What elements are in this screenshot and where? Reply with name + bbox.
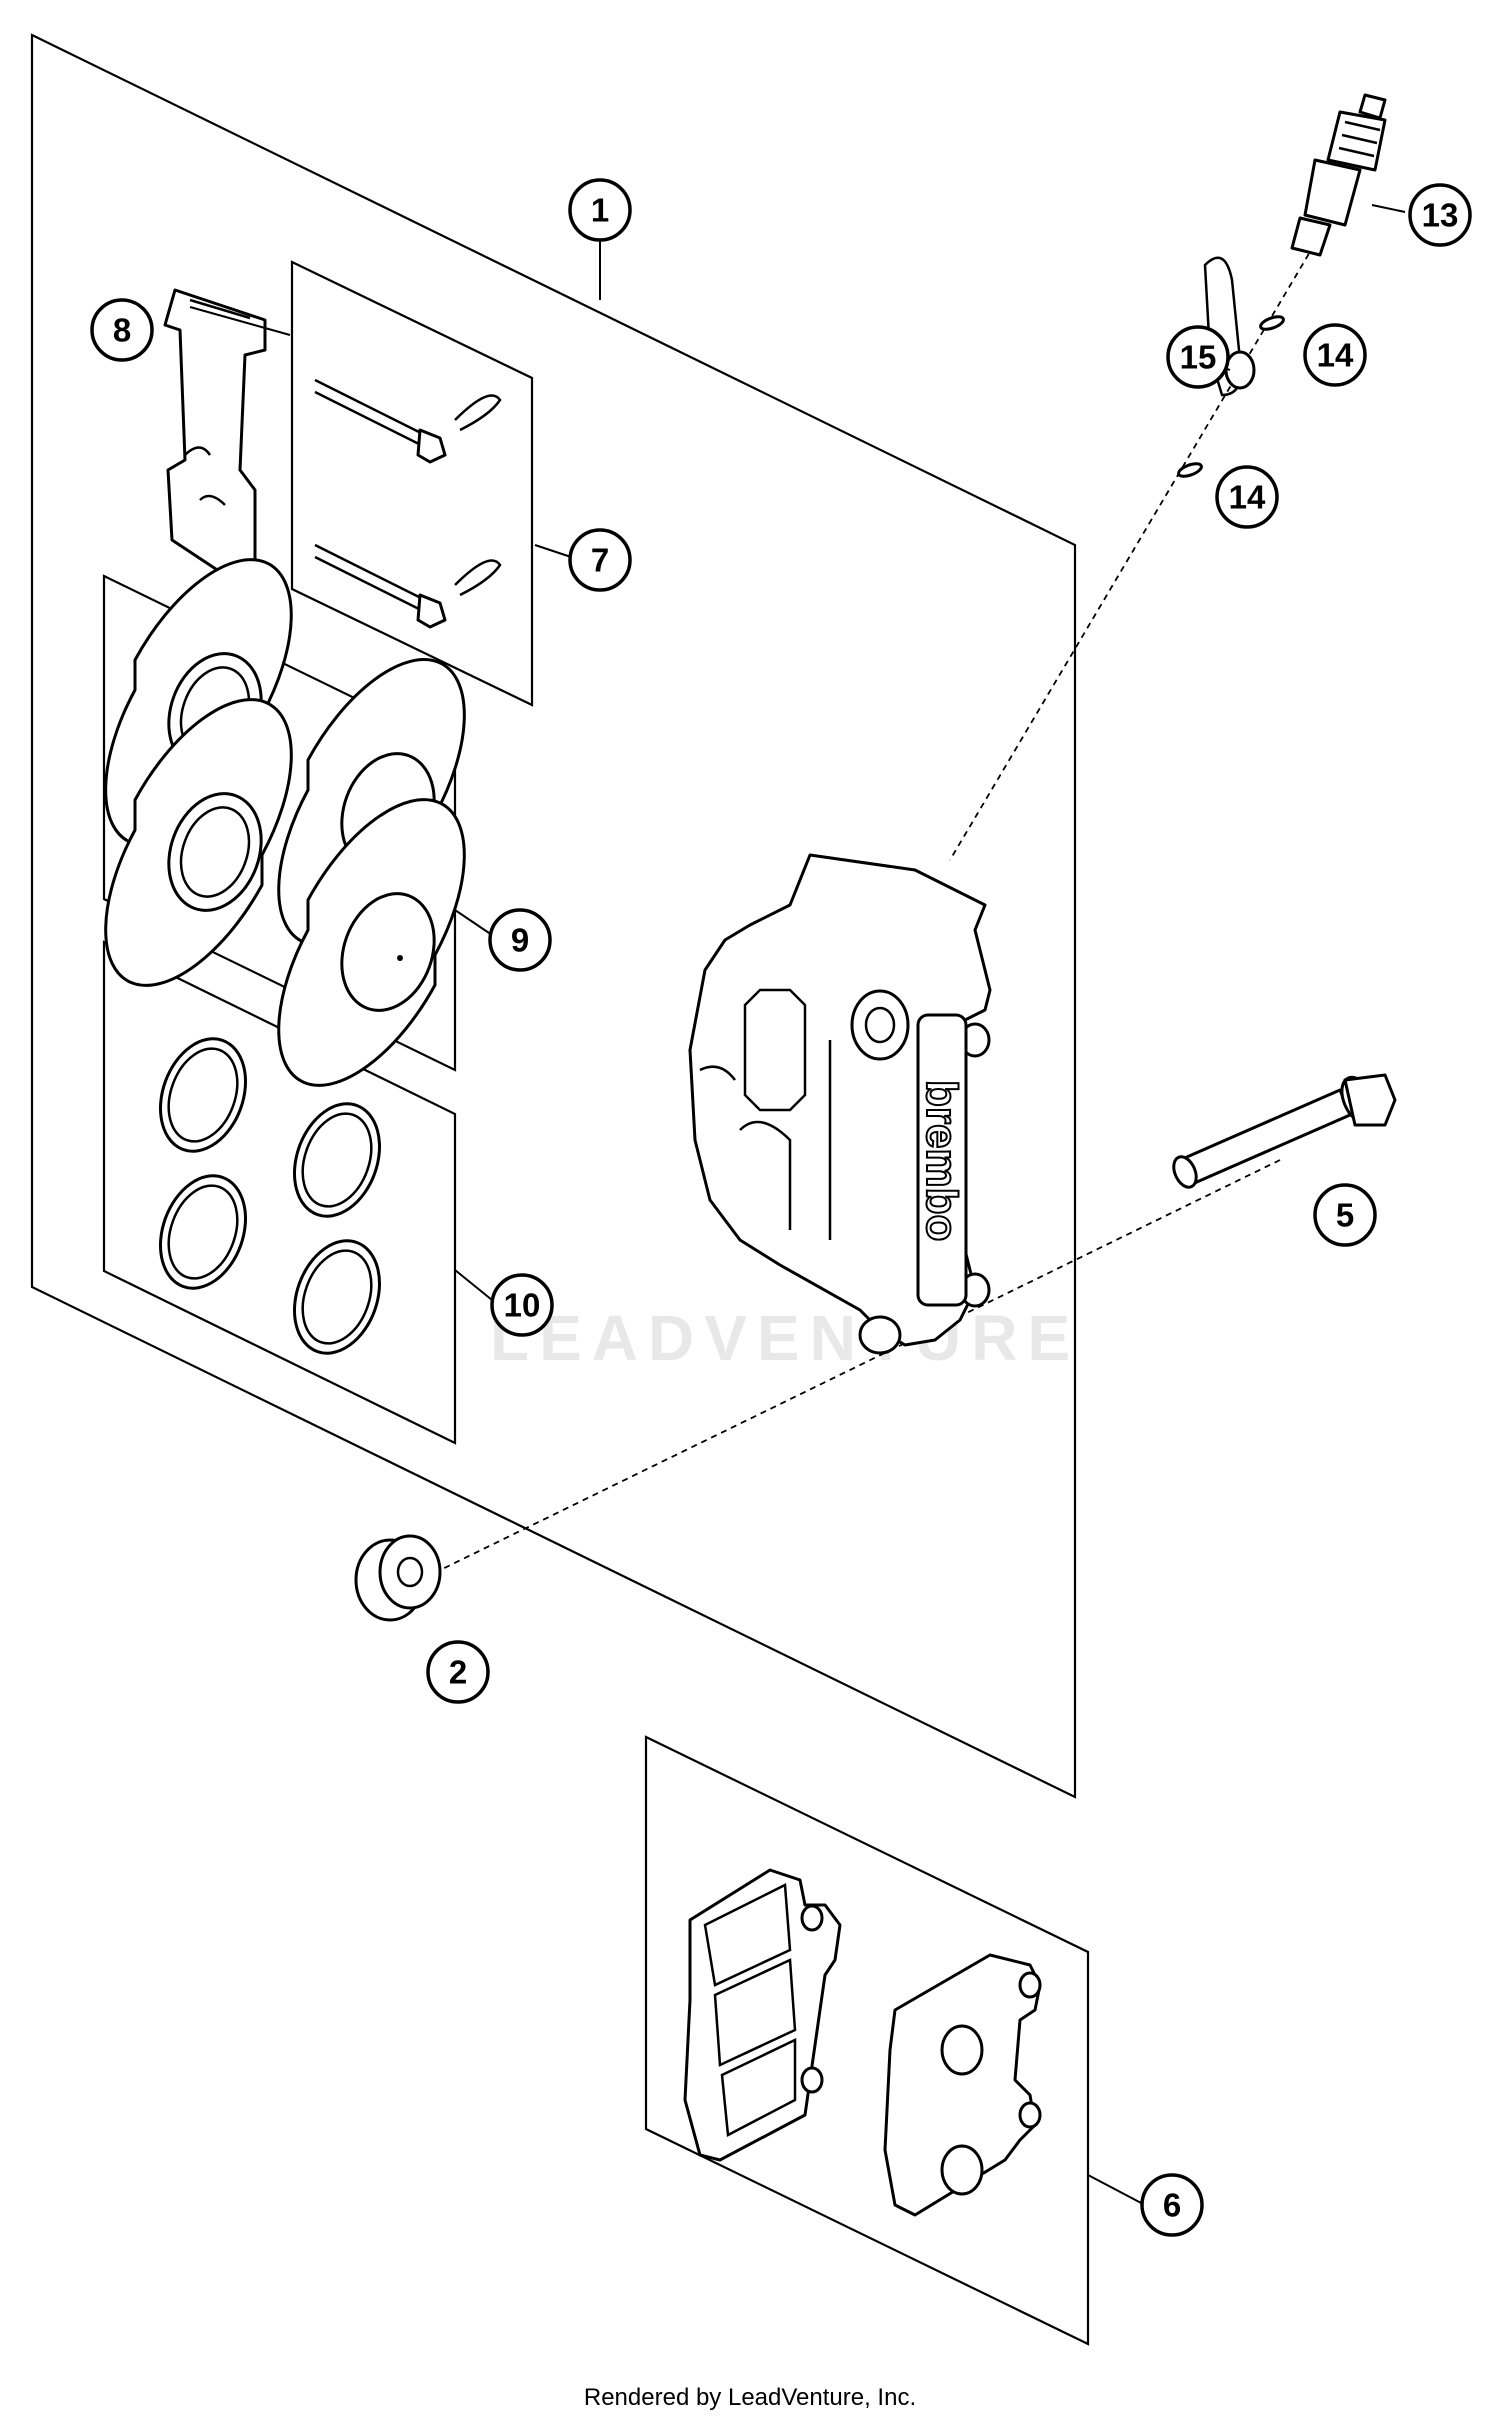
frame-pistons-9 xyxy=(102,574,457,1072)
callout-6: 6 xyxy=(1140,2173,1204,2237)
dash-line-bleeder xyxy=(949,234,1321,861)
caliper-brand-text: brembo xyxy=(917,1080,966,1241)
callout-14-upper: 14 xyxy=(1303,323,1367,387)
svg-text:6: 6 xyxy=(1163,2187,1181,2224)
pad-spring-part-8 xyxy=(163,288,267,587)
svg-text:15: 15 xyxy=(1180,339,1217,376)
svg-text:5: 5 xyxy=(1336,1197,1354,1234)
frame-pads-6 xyxy=(644,1735,1090,2346)
frame-pins-7 xyxy=(290,260,534,707)
svg-text:8: 8 xyxy=(113,312,131,349)
svg-text:13: 13 xyxy=(1422,197,1459,234)
callout-13: 13 xyxy=(1408,183,1472,247)
washer-part-14-upper xyxy=(1259,315,1285,331)
callout-5: 5 xyxy=(1313,1183,1377,1247)
callout-8: 8 xyxy=(90,298,154,362)
caliper-bolt-part-5 xyxy=(1172,1073,1397,1189)
spacer-part-2 xyxy=(354,1534,442,1622)
svg-text:2: 2 xyxy=(449,1654,467,1691)
callout-10: 10 xyxy=(490,1273,554,1337)
dash-line-axle xyxy=(429,1159,1281,1576)
svg-text:14: 14 xyxy=(1229,479,1266,516)
svg-text:7: 7 xyxy=(591,542,609,579)
svg-text:9: 9 xyxy=(511,922,529,959)
bleeder-valve-part-13 xyxy=(1290,93,1387,257)
seals-part-10 xyxy=(158,1037,382,1355)
watermark-text: LEADVENTURE xyxy=(490,1302,1080,1374)
brake-pads-part-6 xyxy=(683,1868,1042,2217)
callout-9: 9 xyxy=(488,908,552,972)
pad-pins-part-7 xyxy=(314,378,502,629)
svg-text:14: 14 xyxy=(1317,337,1354,374)
callout-1: 1 xyxy=(568,178,632,242)
callout-7: 7 xyxy=(568,528,632,592)
assembly-frame-1 xyxy=(30,33,1077,1799)
callout-2: 2 xyxy=(426,1640,490,1704)
svg-text:1: 1 xyxy=(591,192,609,229)
caliper-body: brembo xyxy=(688,853,992,1355)
footer-credit: Rendered by LeadVenture, Inc. xyxy=(583,2384,917,2411)
svg-text:10: 10 xyxy=(504,1287,541,1324)
pistons-part-9 xyxy=(104,558,466,1087)
callout-14-lower: 14 xyxy=(1215,465,1279,529)
callout-15: 15 xyxy=(1166,325,1230,389)
washer-part-14-lower xyxy=(1177,462,1203,478)
